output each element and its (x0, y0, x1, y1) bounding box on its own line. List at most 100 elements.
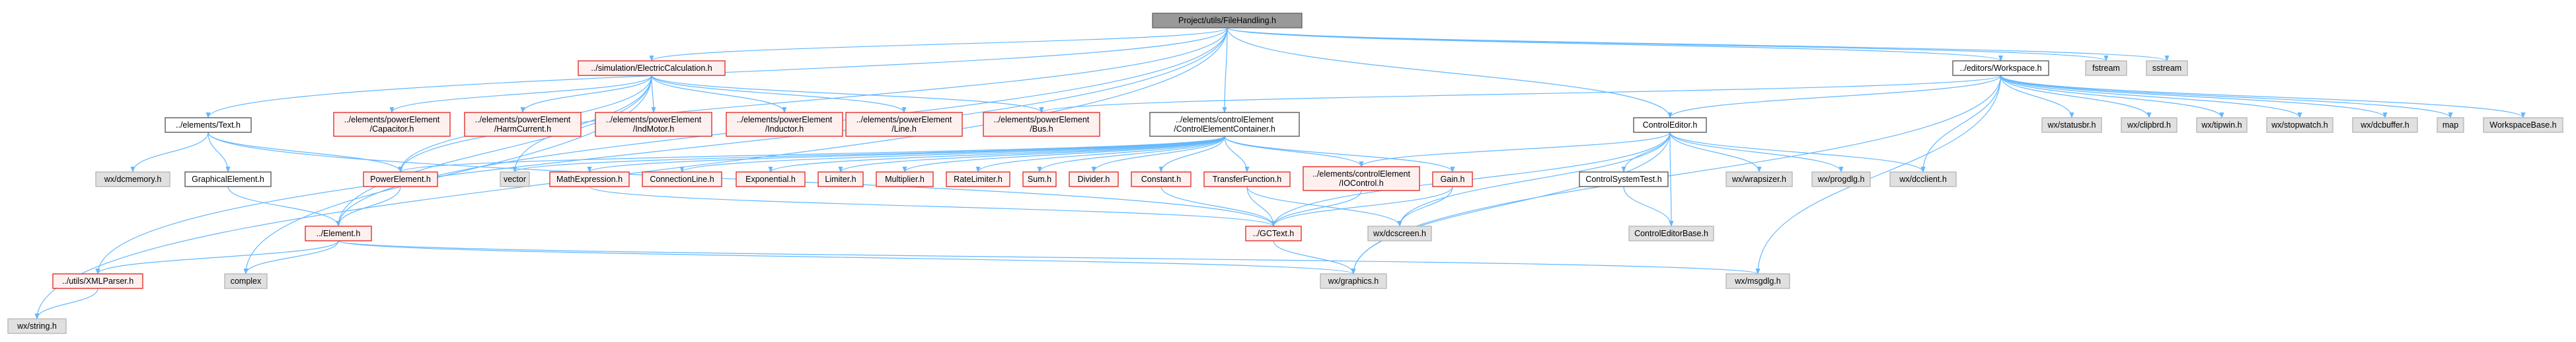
edge-cec-to-mathexpr (587, 136, 1225, 173)
node-expo[interactable]: Exponential.h (736, 171, 806, 187)
node-sstream[interactable]: sstream (2146, 60, 2188, 76)
node-box (2483, 117, 2563, 133)
node-elText[interactable]: ../elements/Text.h (165, 117, 252, 133)
node-box (1628, 226, 1714, 241)
node-complex[interactable]: complex (224, 273, 268, 289)
node-box (1952, 60, 2049, 76)
node-box (1069, 171, 1119, 187)
node-box (1811, 171, 1871, 187)
node-electric[interactable]: ../simulation/ElectricCalculation.h (578, 60, 726, 76)
node-stopwatch[interactable]: wx/stopwatch.h (2266, 117, 2333, 133)
node-inductor[interactable]: ../elements/powerElement/Inductor.h (726, 112, 843, 137)
node-msgdlg[interactable]: wx/msgdlg.h (1725, 273, 1790, 289)
edge-element-to-xmlparser (95, 240, 339, 275)
node-connline[interactable]: ConnectionLine.h (642, 171, 722, 187)
node-label: wx/wrapsizer.h (1731, 175, 1786, 184)
edge-workspace-to-dcclient (1920, 75, 2002, 173)
node-graphel[interactable]: GraphicalElement.h (184, 171, 272, 187)
node-transfer[interactable]: TransferFunction.h (1203, 171, 1291, 187)
node-capacitor[interactable]: ../elements/powerElement/Capacitor.h (333, 112, 451, 137)
node-divider[interactable]: Divider.h (1069, 171, 1119, 187)
node-root[interactable]: Project/utils/FileHandling.h (1152, 13, 1303, 28)
node-vector[interactable]: vector (500, 171, 530, 187)
node-powerel[interactable]: PowerElement.h (363, 171, 438, 187)
node-ceditor[interactable]: ControlEditor.h (1633, 117, 1707, 133)
node-wrapsizer[interactable]: wx/wrapsizer.h (1725, 171, 1793, 187)
node-label: Divider.h (1078, 175, 1110, 184)
node-box (224, 273, 268, 289)
node-label: PowerElement.h (370, 175, 431, 184)
node-element[interactable]: ../Element.h (305, 226, 372, 241)
node-gctext[interactable]: ../GCText.h (1245, 226, 1302, 241)
edge-graphel-to-element (227, 186, 341, 227)
node-map[interactable]: map (2437, 117, 2464, 133)
node-harm[interactable]: ../elements/powerElement/HarmCurrent.h (464, 112, 582, 137)
node-limiter[interactable]: Limiter.h (817, 171, 864, 187)
node-box (845, 112, 963, 137)
node-box (1203, 171, 1291, 187)
node-gain[interactable]: Gain.h (1432, 171, 1473, 187)
node-wsbase[interactable]: WorkspaceBase.h (2483, 117, 2563, 133)
node-label: GraphicalElement.h (192, 175, 264, 184)
edge-ceditor-to-dcscreen (1397, 132, 1671, 227)
node-box (2352, 117, 2418, 133)
edge-element-to-graphics (338, 240, 1356, 275)
node-tipwin[interactable]: wx/tipwin.h (2196, 117, 2248, 133)
node-box (1149, 112, 1300, 137)
node-graphics[interactable]: wx/graphics.h (1320, 273, 1387, 289)
edge-workspace-to-msgdlg (1755, 75, 2002, 275)
node-ratelim[interactable]: RateLimiter.h (946, 171, 1010, 187)
node-mathexpr[interactable]: MathExpression.h (549, 171, 630, 187)
node-wxstring[interactable]: wx/string.h (7, 318, 67, 334)
node-label: Project/utils/FileHandling.h (1178, 16, 1276, 25)
node-label: ../simulation/ElectricCalculation.h (591, 64, 712, 73)
node-dcbuffer[interactable]: wx/dcbuffer.h (2352, 117, 2418, 133)
node-ioctrl[interactable]: ../elements/controlElement/IOControl.h (1303, 166, 1420, 191)
edge-workspace-to-dcbuffer (2000, 75, 2388, 118)
edge-root-to-sstream (1227, 27, 2170, 62)
node-label: ../Element.h (317, 229, 361, 238)
edge-workspace-to-tipwin (2000, 75, 2224, 118)
node-fstream[interactable]: fstream (2085, 60, 2127, 76)
node-label: ../elements/powerElement (856, 115, 952, 124)
edge-gain-to-dcscreen (1397, 186, 1453, 227)
node-sum[interactable]: Sum.h (1022, 171, 1057, 187)
edge-cec-to-ratelim (975, 136, 1225, 173)
edge-workspace-to-clipbrd (2000, 75, 2152, 118)
node-workspace[interactable]: ../editors/Workspace.h (1952, 60, 2049, 76)
node-mult[interactable]: Multiplier.h (876, 171, 934, 187)
node-xmlparser[interactable]: ../utils/XMLParser.h (52, 273, 143, 289)
edge-workspace-to-ceditor (1667, 75, 2002, 118)
node-box (1152, 13, 1303, 28)
node-box (1725, 171, 1793, 187)
node-cec[interactable]: ../elements/controlElement/ControlElemen… (1149, 112, 1300, 137)
node-line[interactable]: ../elements/powerElement/Line.h (845, 112, 963, 137)
node-label: WorkspaceBase.h (2489, 120, 2556, 130)
node-label: Exponential.h (745, 175, 796, 184)
node-cebase[interactable]: ControlEditorBase.h (1628, 226, 1714, 241)
node-bus[interactable]: ../elements/powerElement/Bus.h (983, 112, 1100, 137)
edge-transfer-to-gctext (1246, 186, 1276, 227)
node-box (1131, 171, 1192, 187)
node-label: wx/statusbr.h (2047, 120, 2096, 130)
node-progdlg[interactable]: wx/progdlg.h (1811, 171, 1871, 187)
edge-layer (34, 27, 2526, 320)
node-indmotor[interactable]: ../elements/powerElement/IndMotor.h (595, 112, 712, 137)
node-label: Sum.h (1028, 175, 1051, 184)
node-box (736, 171, 806, 187)
node-clipbrd[interactable]: wx/clipbrd.h (2121, 117, 2178, 133)
node-ctrlsystest[interactable]: ControlSystemTest.h (1579, 171, 1669, 187)
node-box (1633, 117, 1707, 133)
node-constant[interactable]: Constant.h (1131, 171, 1192, 187)
node-dcmemory[interactable]: wx/dcmemory.h (95, 171, 170, 187)
node-label: wx/dcclient.h (1899, 175, 1947, 184)
node-dcclient[interactable]: wx/dcclient.h (1889, 171, 1957, 187)
node-dcscreen[interactable]: wx/dcscreen.h (1367, 226, 1432, 241)
node-label: wx/dcbuffer.h (2360, 120, 2409, 130)
node-box (2146, 60, 2188, 76)
node-box (52, 273, 143, 289)
node-label: /Capacitor.h (370, 124, 414, 134)
node-box (464, 112, 582, 137)
node-statusbr[interactable]: wx/statusbr.h (2041, 117, 2102, 133)
node-label: Multiplier.h (885, 175, 925, 184)
